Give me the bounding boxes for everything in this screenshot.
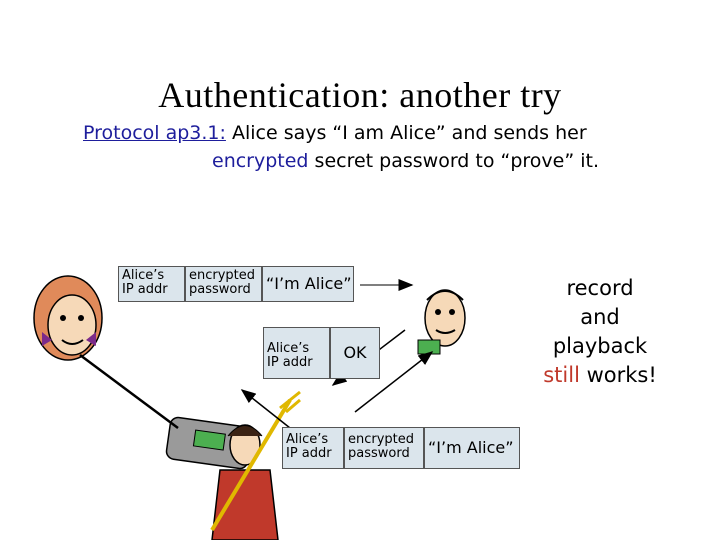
side-note: record and playback still works!	[525, 274, 675, 390]
playback-arrow	[354, 351, 434, 413]
protocol-encrypted-word: encrypted	[212, 150, 309, 172]
alice-icon	[33, 275, 103, 361]
bottom-msg-im-alice: “I’m Alice”	[424, 427, 520, 469]
recorded-arrow	[240, 389, 291, 429]
trudy-icon	[165, 390, 301, 540]
reply-alices: Alice’s	[267, 341, 310, 356]
top-msg-password-cell: encrypted password	[185, 266, 262, 302]
reply-ip-cell: Alice’s IP addr	[263, 327, 330, 379]
bottom-msg-password-cell: encrypted password	[344, 427, 424, 469]
protocol-text-1: Alice says “I am Alice” and sends her	[225, 122, 587, 144]
protocol-text-2: secret password to “prove” it.	[308, 150, 600, 172]
slide-title: Authentication: another try	[158, 75, 562, 115]
protocol-line-2: encrypted secret password to “prove” it.	[212, 148, 599, 174]
bottom-msg-ip-cell: Alice’s IP addr	[282, 427, 344, 469]
top-msg-ip-cell: Alice’s IP addr	[118, 266, 185, 302]
reply-ok: OK	[330, 327, 380, 379]
bottom-msg-password: password	[348, 446, 410, 461]
top-msg-password: password	[189, 282, 251, 297]
alice-to-trudy-line	[79, 353, 179, 430]
top-msg-ip-addr: IP addr	[122, 282, 168, 297]
side-note-still: still	[543, 363, 580, 387]
top-msg-im-alice: “I’m Alice”	[262, 266, 354, 302]
side-note-and: and	[580, 305, 620, 329]
side-note-playback: playback	[552, 334, 648, 358]
protocol-line-1: Protocol ap3.1: Alice says “I am Alice” …	[83, 120, 587, 146]
top-msg-encrypted: encrypted	[189, 268, 256, 283]
bob-icon	[417, 289, 466, 355]
bottom-msg-encrypted: encrypted	[348, 432, 415, 447]
reply-ip-addr: IP addr	[267, 355, 313, 370]
bottom-msg-ip-addr: IP addr	[286, 446, 332, 461]
bottom-msg-alices: Alice’s	[286, 432, 329, 447]
protocol-label: Protocol ap3.1:	[83, 122, 226, 144]
side-note-works: works!	[579, 363, 657, 387]
top-msg-alices: Alice’s	[122, 268, 165, 283]
side-note-line4: still works!	[525, 361, 675, 390]
side-note-record: record	[566, 276, 634, 300]
